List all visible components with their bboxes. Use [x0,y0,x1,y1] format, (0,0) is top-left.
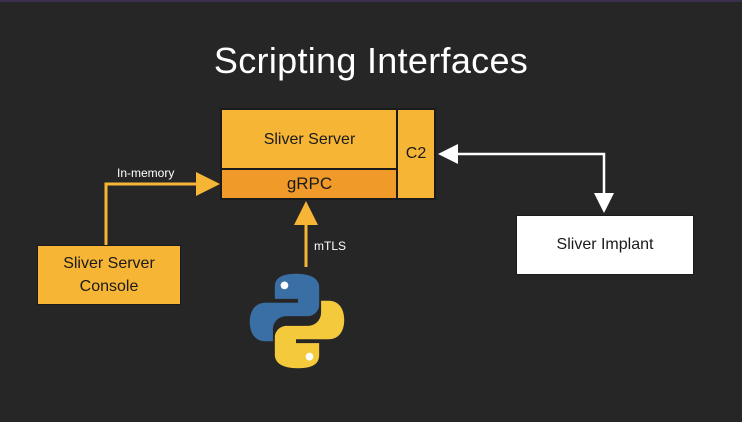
grpc-box: gRPC [220,168,397,200]
sliver-implant-box: Sliver Implant [516,215,694,275]
in-memory-label: In-memory [117,166,175,180]
sliver-server-console-box: Sliver Server Console [37,245,181,305]
c2-implant-connector [438,144,614,213]
sliver-server-box: Sliver Server [220,108,397,169]
console-label: Sliver Server Console [63,252,155,298]
grpc-label: gRPC [286,173,333,193]
console-label-line1: Sliver Server [63,254,155,272]
sliver-server-label: Sliver Server [263,130,356,148]
slide-title: Scripting Interfaces [213,40,529,81]
python-logo-icon [249,273,345,369]
console-label-line2: Console [79,278,139,295]
sliver-implant-label: Sliver Implant [556,236,654,254]
in-memory-connector [104,172,220,245]
c2-label: C2 [405,145,427,163]
mtls-label: mTLS [314,239,347,253]
c2-box: C2 [396,108,436,200]
